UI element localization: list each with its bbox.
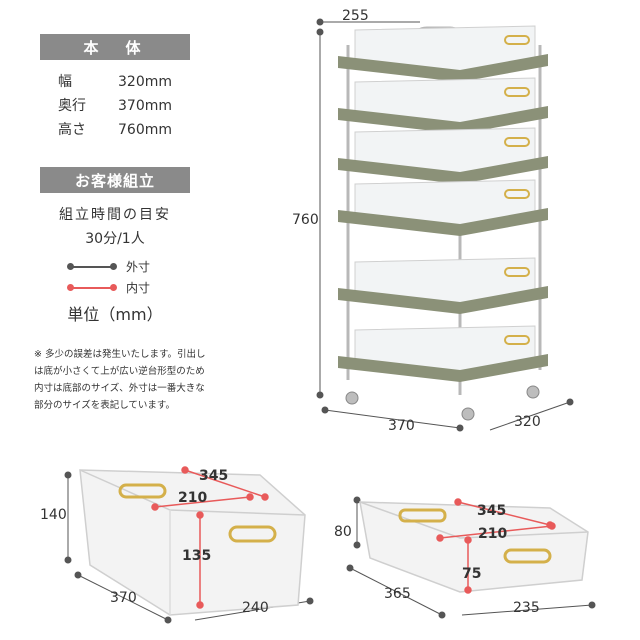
drawer-handle [504,335,530,345]
cart-tray [338,54,548,82]
cart-tray [338,106,548,134]
large-inner-height-dim: 135 [182,548,212,564]
drawer-handle [504,87,530,97]
note-text: ※ 多少の誤差は発生いたします。引出しは底が小さくて上が広い逆台形型のため内寸は… [34,349,206,411]
spec-row-width: 幅 320mm [58,70,172,94]
assembly-time-value: 30分/1人 [85,231,145,247]
small-inner-height-dim: 75 [462,566,482,582]
small-outer-height-dim: 80 [334,524,352,540]
spec-list: 幅 320mm 奥行 370mm 高さ 760mm [58,70,172,142]
spec-label: 奥行 [58,98,86,114]
unit-label: 単位（mm） [67,305,163,324]
legend-inner-label: 内寸 [126,281,151,295]
cart-depth-dim: 370 [388,418,415,434]
large-outer-height-dim: 140 [40,507,67,523]
spec-row-height: 高さ 760mm [58,118,172,142]
large-inner-width-dim: 210 [178,490,208,506]
cart-tray [338,208,548,236]
assembly-time-label: 組立時間の目安 [59,207,171,223]
cart-height-dim: 760 [292,212,319,228]
small-outer-depth-dim: 365 [384,586,411,602]
large-drawer-illustration [64,466,314,624]
cart-tray [338,354,548,382]
legend-inner: 内寸 [67,279,151,296]
outer-line-icon [67,262,117,270]
spec-label: 高さ [58,122,86,138]
cart-width-dim: 320 [514,414,541,430]
spec-row-depth: 奥行 370mm [58,94,172,118]
small-inner-width-dim: 210 [478,526,508,542]
inner-line-icon [67,283,117,291]
cart-illustration [316,18,574,432]
small-inner-depth-dim: 345 [477,503,507,519]
large-outer-depth-dim: 370 [110,590,137,606]
cart-tray [338,286,548,314]
assembly-header: お客様組立 [40,167,190,193]
small-drawer-illustration [346,496,596,619]
spec-value: 320mm [118,74,172,90]
body-header: 本 体 [40,34,190,60]
drawer-handle [504,189,530,199]
cart-tray [338,156,548,184]
spec-value: 370mm [118,98,172,114]
legend-outer-label: 外寸 [126,260,151,274]
large-inner-depth-dim: 345 [199,468,229,484]
drawer-handle [504,137,530,147]
large-outer-width-dim: 240 [242,600,269,616]
cart-top-dim: 255 [342,8,369,24]
drawer-handle [504,35,530,45]
spec-label: 幅 [58,74,72,90]
legend-outer: 外寸 [67,258,151,275]
small-outer-width-dim: 235 [513,600,540,616]
drawer-handle [504,267,530,277]
spec-value: 760mm [118,122,172,138]
